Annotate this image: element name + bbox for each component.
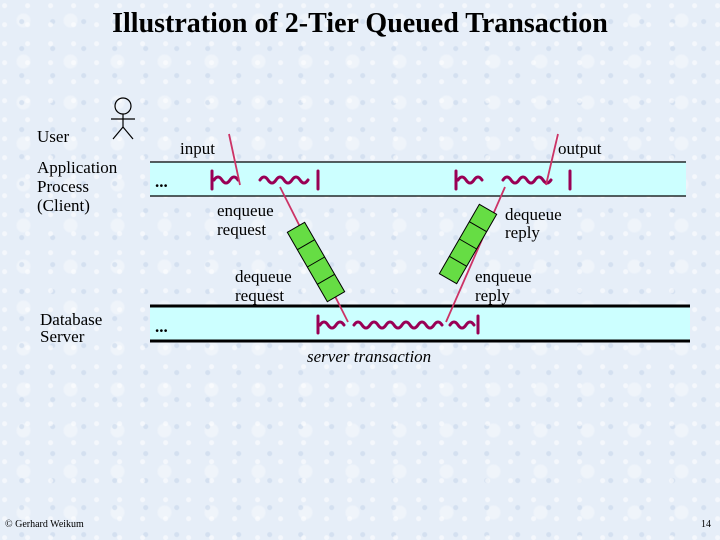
user-label: User: [37, 127, 70, 146]
enqueue-reply-label-2: reply: [475, 286, 510, 305]
enqueue-reply-label-1: enqueue: [475, 267, 532, 286]
dequeue-reply-label-1: dequeue: [505, 205, 562, 224]
footer-credit: © Gerhard Weikum: [5, 519, 84, 530]
enqueue-request-label-2: request: [217, 220, 267, 239]
user-stick-figure-icon: [111, 97, 135, 140]
slide-title: Illustration of 2-Tier Queued Transactio…: [112, 8, 608, 39]
dequeue-request-label-2: request: [235, 286, 285, 305]
reply-flow-arrow: [445, 186, 506, 323]
client-transaction-1: [210, 169, 320, 191]
dequeue-request-label-1: dequeue: [235, 267, 292, 286]
request-queue: [286, 221, 346, 303]
client-ellipsis: ...: [155, 172, 168, 191]
input-label: input: [180, 139, 215, 158]
server-ellipsis: ...: [155, 317, 168, 336]
dequeue-reply-label-2: reply: [505, 223, 540, 242]
client-transaction-2: [454, 169, 572, 191]
client-label-line1: Application: [37, 158, 118, 177]
server-label-line1: Database: [40, 310, 103, 329]
reply-queue: [438, 203, 498, 285]
server-transaction-label: server transaction: [307, 347, 432, 366]
output-arrow: [545, 133, 559, 186]
client-label-line2: Process: [37, 177, 89, 196]
server-label-line2: Server: [40, 327, 85, 346]
output-label: output: [558, 139, 602, 158]
page-number: 14: [701, 519, 711, 530]
enqueue-request-label-1: enqueue: [217, 201, 274, 220]
client-label-line3: (Client): [37, 196, 90, 215]
input-arrow: [228, 133, 241, 186]
server-transaction-marker: [316, 314, 480, 335]
